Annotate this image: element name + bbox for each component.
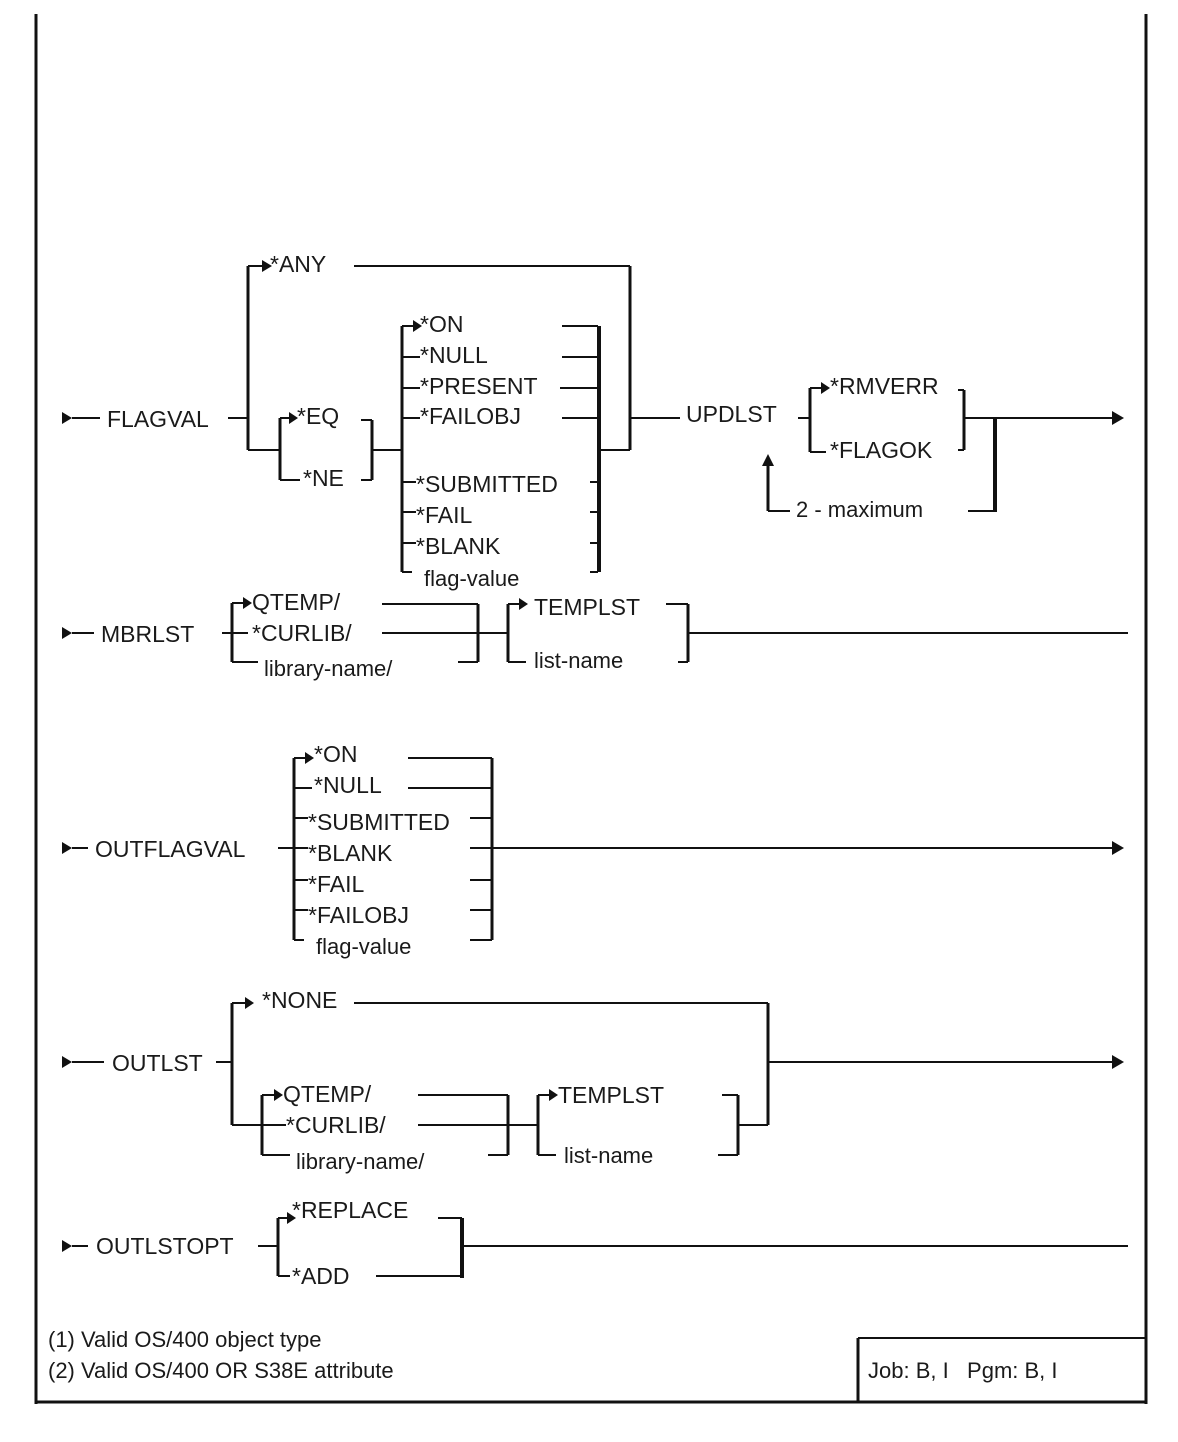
outlstopt-syntax: OUTLSTOPT *REPLACE *ADD [62, 1197, 1128, 1289]
outflagval-value-null: *NULL [314, 772, 382, 798]
outlstopt-keyword: OUTLSTOPT [96, 1233, 234, 1259]
outlst-name-templst: TEMPLST [558, 1082, 664, 1108]
flagval-any: *ANY [270, 251, 326, 277]
outlst-none: *NONE [262, 987, 337, 1013]
outlst-keyword: OUTLST [112, 1050, 203, 1076]
outlst-library-name: library-name/ [296, 1149, 425, 1174]
default-arrow-icon [519, 598, 528, 610]
flagval-operator-eq: *EQ [297, 403, 339, 429]
mbrlst-syntax: MBRLST QTEMP/ *CURLIB/ library-name/ TEM… [62, 589, 1128, 681]
flagval-value-fail: *FAIL [416, 502, 472, 528]
default-arrow-icon [262, 260, 272, 272]
outflagval-value-fail: *FAIL [308, 871, 364, 897]
start-arrow-icon [62, 1056, 72, 1068]
updlst-keyword: UPDLST [686, 401, 777, 427]
flagval-syntax: FLAGVAL *ANY *EQ *NE *ON *NULL *PRESENT … [62, 251, 680, 591]
flagval-value-blank: *BLANK [416, 533, 501, 559]
flagval-operator-ne: *NE [303, 465, 344, 491]
outflagval-value-flag-value: flag-value [316, 934, 411, 959]
footnote-2: (2) Valid OS/400 OR S38E attribute [48, 1358, 394, 1383]
default-arrow-icon [289, 412, 298, 424]
mbrlst-keyword: MBRLST [101, 621, 194, 647]
start-arrow-icon [62, 842, 72, 854]
footnote-1: (1) Valid OS/400 object type [48, 1327, 322, 1352]
outlstopt-value-replace: *REPLACE [292, 1197, 408, 1223]
flagval-value-submitted: *SUBMITTED [416, 471, 558, 497]
start-arrow-icon [62, 1240, 72, 1252]
outlst-library-curlib: *CURLIB/ [286, 1112, 386, 1138]
default-arrow-icon [549, 1089, 558, 1101]
end-arrow-icon [1112, 411, 1124, 425]
outflagval-value-submitted: *SUBMITTED [308, 809, 450, 835]
updlst-repeat-label: 2 - maximum [796, 497, 923, 522]
start-arrow-icon [62, 412, 72, 424]
outlst-name-list-name: list-name [564, 1143, 653, 1168]
outlst-syntax: OUTLST *NONE QTEMP/ *CURLIB/ library-nam… [62, 987, 1124, 1174]
footnotes: (1) Valid OS/400 object type (2) Valid O… [48, 1327, 394, 1383]
outflagval-syntax: OUTFLAGVAL *ON *NULL *SUBMITTED *BLANK *… [62, 741, 1124, 959]
updlst-syntax: UPDLST *RMVERR *FLAGOK 2 - maximum [686, 373, 1124, 522]
flagval-value-null: *NULL [420, 342, 488, 368]
outflagval-value-on: *ON [314, 741, 357, 767]
default-arrow-icon [245, 997, 254, 1009]
flagval-value-present: *PRESENT [420, 373, 538, 399]
default-arrow-icon [287, 1212, 296, 1224]
default-arrow-icon [305, 752, 314, 764]
outflagval-value-blank: *BLANK [308, 840, 393, 866]
default-arrow-icon [243, 597, 252, 609]
outlstopt-value-add: *ADD [292, 1263, 350, 1289]
end-arrow-icon [1112, 841, 1124, 855]
repeat-arrow-icon [762, 454, 774, 466]
flagval-value-on: *ON [420, 311, 463, 337]
mbrlst-library-name: library-name/ [264, 656, 393, 681]
applicability-box: Job: B, I Pgm: B, I [856, 1337, 1146, 1402]
updlst-value-flagok: *FLAGOK [830, 437, 933, 463]
flagval-value-flag-value: flag-value [424, 566, 519, 591]
mbrlst-name-list-name: list-name [534, 648, 623, 673]
default-arrow-icon [821, 382, 830, 394]
outlst-library-qtemp: QTEMP/ [283, 1081, 372, 1107]
end-arrow-icon [1112, 1055, 1124, 1069]
mbrlst-name-templst: TEMPLST [534, 594, 640, 620]
default-arrow-icon [413, 320, 422, 332]
mbrlst-library-curlib: *CURLIB/ [252, 620, 352, 646]
outflagval-value-failobj: *FAILOBJ [308, 902, 409, 928]
default-arrow-icon [274, 1089, 283, 1101]
start-arrow-icon [62, 627, 72, 639]
applicability-label: Job: B, I Pgm: B, I [868, 1358, 1058, 1383]
outflagval-keyword: OUTFLAGVAL [95, 836, 246, 862]
updlst-value-rmverr: *RMVERR [830, 373, 939, 399]
flagval-keyword: FLAGVAL [107, 406, 209, 432]
mbrlst-library-qtemp: QTEMP/ [252, 589, 341, 615]
flagval-value-failobj: *FAILOBJ [420, 403, 521, 429]
